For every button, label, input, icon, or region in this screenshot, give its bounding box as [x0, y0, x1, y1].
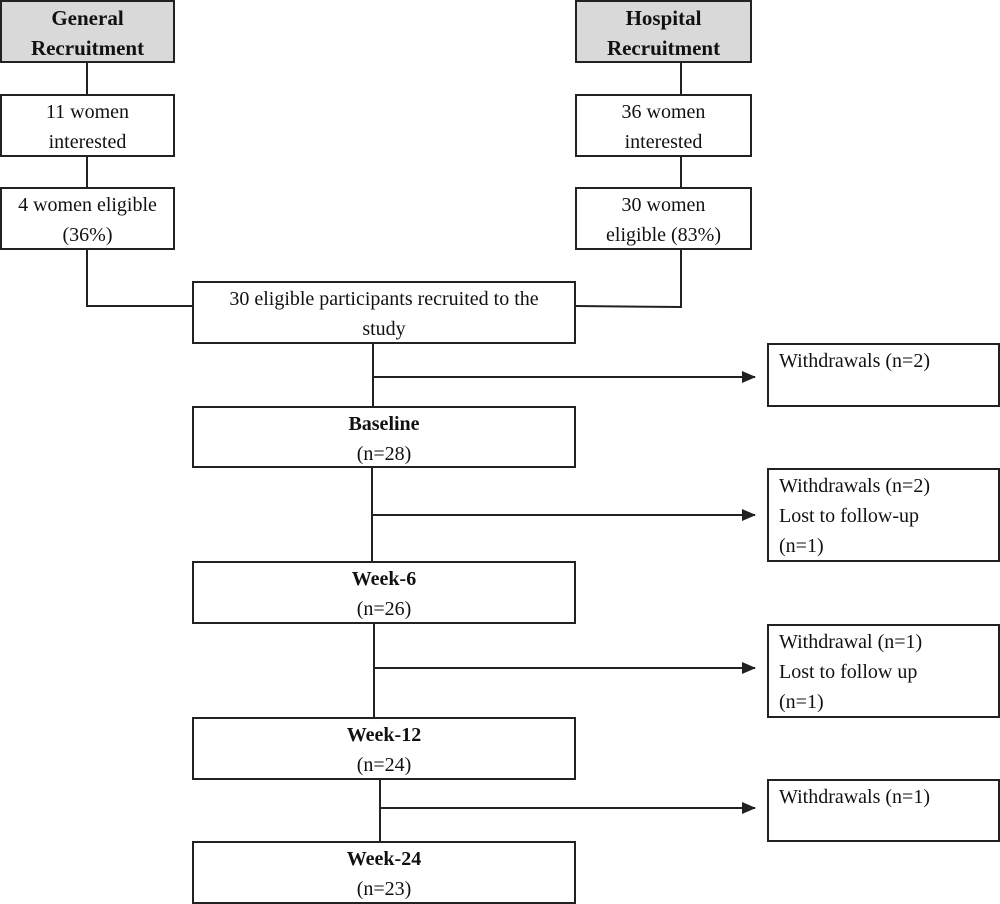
- week-6-box: Week-6 (n=26): [192, 561, 576, 624]
- baseline-box: Baseline (n=28): [192, 406, 576, 468]
- box-text: eligible (83%): [606, 224, 721, 246]
- stage-label: Week-12: [346, 724, 422, 746]
- box-text: 11 women: [45, 101, 130, 123]
- box-text: General: [51, 6, 124, 30]
- box-text: study: [362, 318, 406, 340]
- stage-label: Week-24: [346, 848, 422, 870]
- box-text: 30 eligible participants recruited to th…: [229, 288, 539, 310]
- hospital-recruitment-box: Hospital Recruitment: [575, 0, 752, 63]
- box-text: Lost to follow-up: [779, 505, 919, 527]
- box-text: Withdrawals (n=1): [779, 786, 930, 808]
- box-text: (n=1): [779, 691, 824, 713]
- exclusion-box-4: Withdrawals (n=1): [767, 779, 1000, 842]
- exclusion-box-1: Withdrawals (n=2): [767, 343, 1000, 407]
- box-text: 30 women: [621, 194, 706, 216]
- box-text: Recruitment: [30, 36, 145, 60]
- box-text: Recruitment: [606, 36, 721, 60]
- general-interested-box: 11 women interested: [0, 94, 175, 157]
- box-text: (36%): [62, 224, 113, 246]
- box-text: Withdrawal (n=1): [779, 631, 923, 653]
- stage-count: (n=26): [356, 598, 412, 620]
- stage-label: Week-6: [351, 568, 417, 590]
- week-24-box: Week-24 (n=23): [192, 841, 576, 904]
- box-text: interested: [48, 131, 127, 153]
- hospital-interested-box: 36 women interested: [575, 94, 752, 157]
- box-text: (n=1): [779, 535, 824, 557]
- connector: [574, 249, 682, 309]
- stage-count: (n=24): [356, 754, 412, 776]
- exclusion-box-2: Withdrawals (n=2) Lost to follow-up (n=1…: [767, 468, 1000, 562]
- box-text: Withdrawals (n=2): [779, 475, 930, 497]
- stage-count: (n=28): [356, 443, 412, 465]
- connector: [86, 249, 192, 307]
- stage-label: Baseline: [348, 413, 420, 435]
- general-recruitment-box: General Recruitment: [0, 0, 175, 63]
- week-12-box: Week-12 (n=24): [192, 717, 576, 780]
- box-text: Hospital: [625, 6, 702, 30]
- box-text: Lost to follow up: [779, 661, 918, 683]
- general-eligible-box: 4 women eligible (36%): [0, 187, 175, 250]
- stage-count: (n=23): [356, 878, 412, 900]
- recruited-box: 30 eligible participants recruited to th…: [192, 281, 576, 344]
- box-text: Withdrawals (n=2): [779, 350, 930, 372]
- box-text: 4 women eligible: [18, 194, 157, 216]
- box-text: interested: [624, 131, 703, 153]
- exclusion-box-3: Withdrawal (n=1) Lost to follow up (n=1): [767, 624, 1000, 718]
- hospital-eligible-box: 30 women eligible (83%): [575, 187, 752, 250]
- box-text: 36 women: [621, 101, 706, 123]
